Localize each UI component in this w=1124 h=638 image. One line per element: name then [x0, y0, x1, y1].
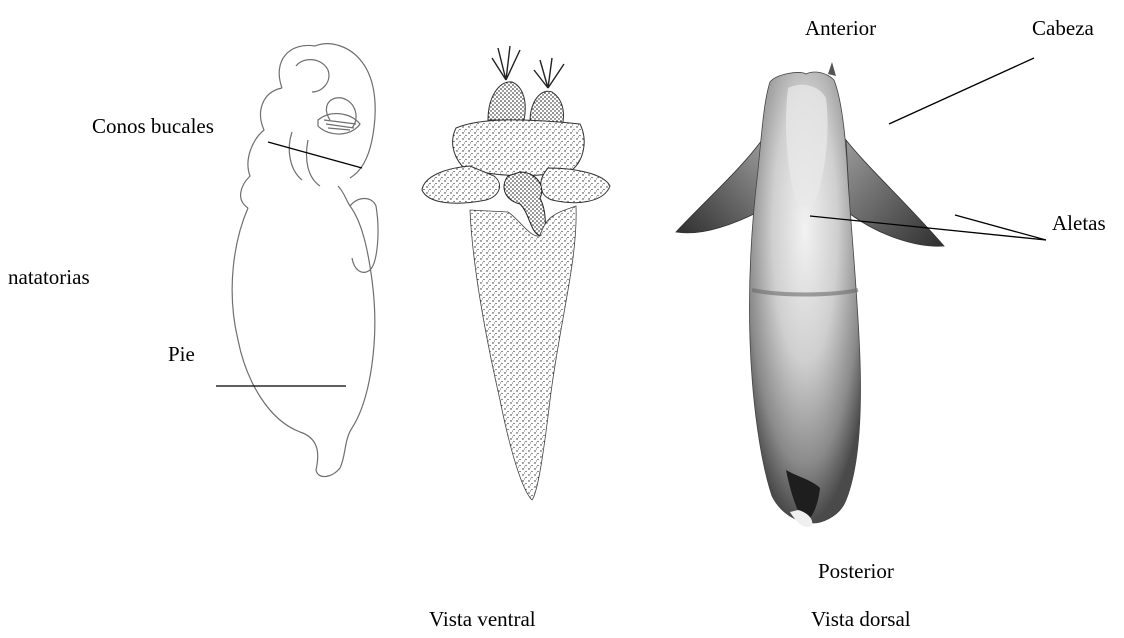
- leader-cabeza: [889, 58, 1034, 124]
- label-aletas: Aletas: [1052, 213, 1106, 234]
- label-conos-bucales: Conos bucales: [92, 116, 214, 137]
- label-pie: Pie: [168, 344, 195, 365]
- label-cabeza: Cabeza: [1032, 18, 1094, 39]
- ventral-view-figure: [422, 46, 610, 500]
- dorsal-view-figure: [676, 62, 944, 527]
- outline-figure: [232, 44, 378, 477]
- label-anterior: Anterior: [805, 18, 876, 39]
- leader-aletas-2: [955, 215, 1046, 240]
- label-posterior: Posterior: [818, 561, 894, 582]
- label-natatorias: natatorias: [8, 267, 90, 288]
- caption-vista-ventral: Vista ventral: [429, 609, 536, 630]
- leader-conos-bucales: [268, 142, 362, 168]
- caption-vista-dorsal: Vista dorsal: [811, 609, 911, 630]
